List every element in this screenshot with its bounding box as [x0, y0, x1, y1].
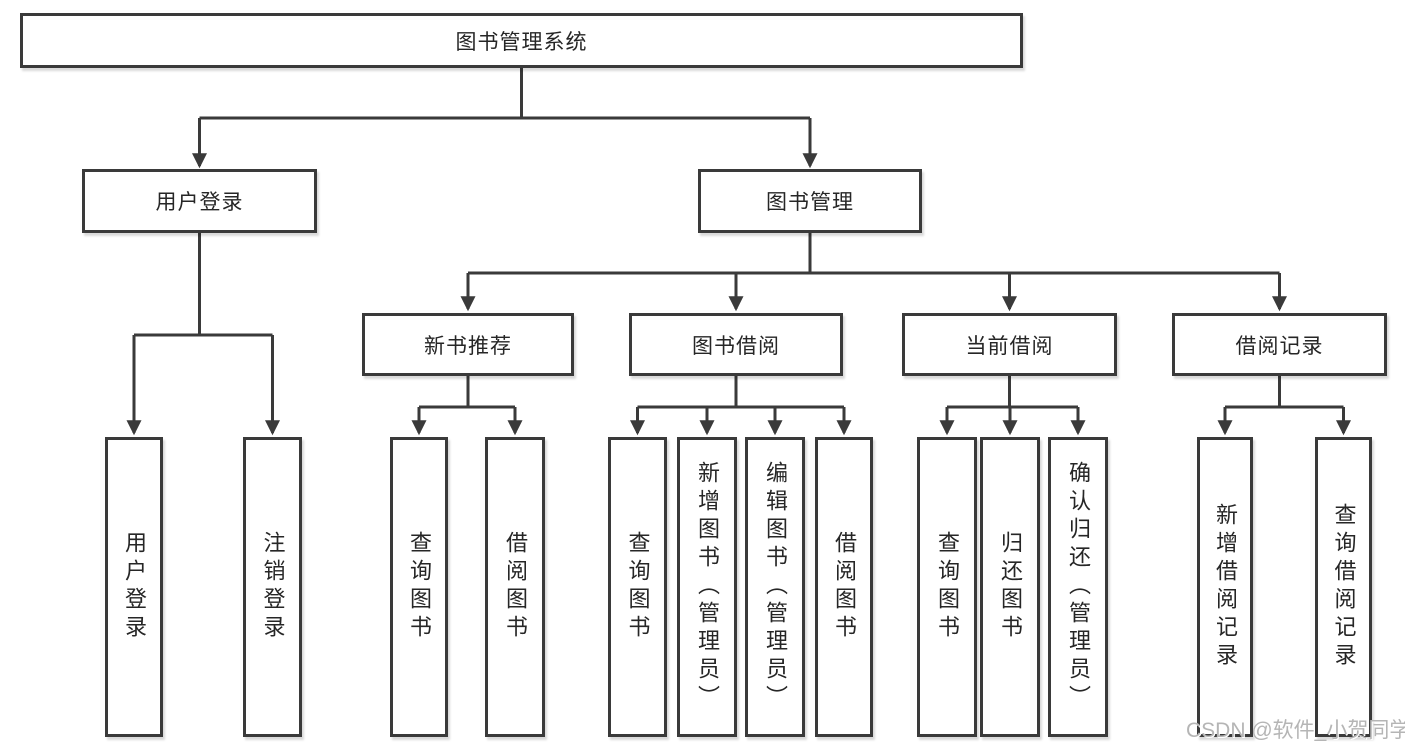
connector-trunks — [134, 67, 1344, 409]
node-borrowing-records: 借阅记录 — [1172, 313, 1387, 376]
node-leaf-borrow-query-books: 查询图书 — [608, 437, 667, 737]
node-leaf-confirm-return-admin: 确认归还（管理员） — [1048, 437, 1108, 737]
csdn-watermark: CSDN @软件_小贺同学 — [1186, 719, 1405, 742]
node-book-management: 图书管理 — [698, 169, 922, 233]
connector-arrows — [126, 118, 1351, 436]
node-current-borrowing: 当前借阅 — [902, 313, 1117, 376]
node-leaf-edit-books-admin: 编辑图书（管理员） — [745, 437, 805, 737]
node-leaf-newbook-query-books: 查询图书 — [390, 437, 448, 737]
node-leaf-user-login: 用户登录 — [105, 437, 163, 737]
node-leaf-newbook-borrow-books: 借阅图书 — [485, 437, 545, 737]
node-leaf-add-borrow-record: 新增借阅记录 — [1197, 437, 1253, 737]
node-leaf-return-books: 归还图书 — [980, 437, 1040, 737]
node-leaf-add-books-admin: 新增图书（管理员） — [677, 437, 737, 737]
node-leaf-logout: 注销登录 — [243, 437, 302, 737]
node-root-library-system: 图书管理系统 — [20, 13, 1023, 68]
node-leaf-current-query-books: 查询图书 — [917, 437, 977, 737]
node-new-book-recommend: 新书推荐 — [362, 313, 574, 376]
node-user-login: 用户登录 — [82, 169, 317, 233]
node-leaf-borrow-books: 借阅图书 — [815, 437, 873, 737]
node-leaf-query-borrow-record: 查询借阅记录 — [1315, 437, 1372, 737]
node-book-borrowing: 图书借阅 — [629, 313, 843, 376]
